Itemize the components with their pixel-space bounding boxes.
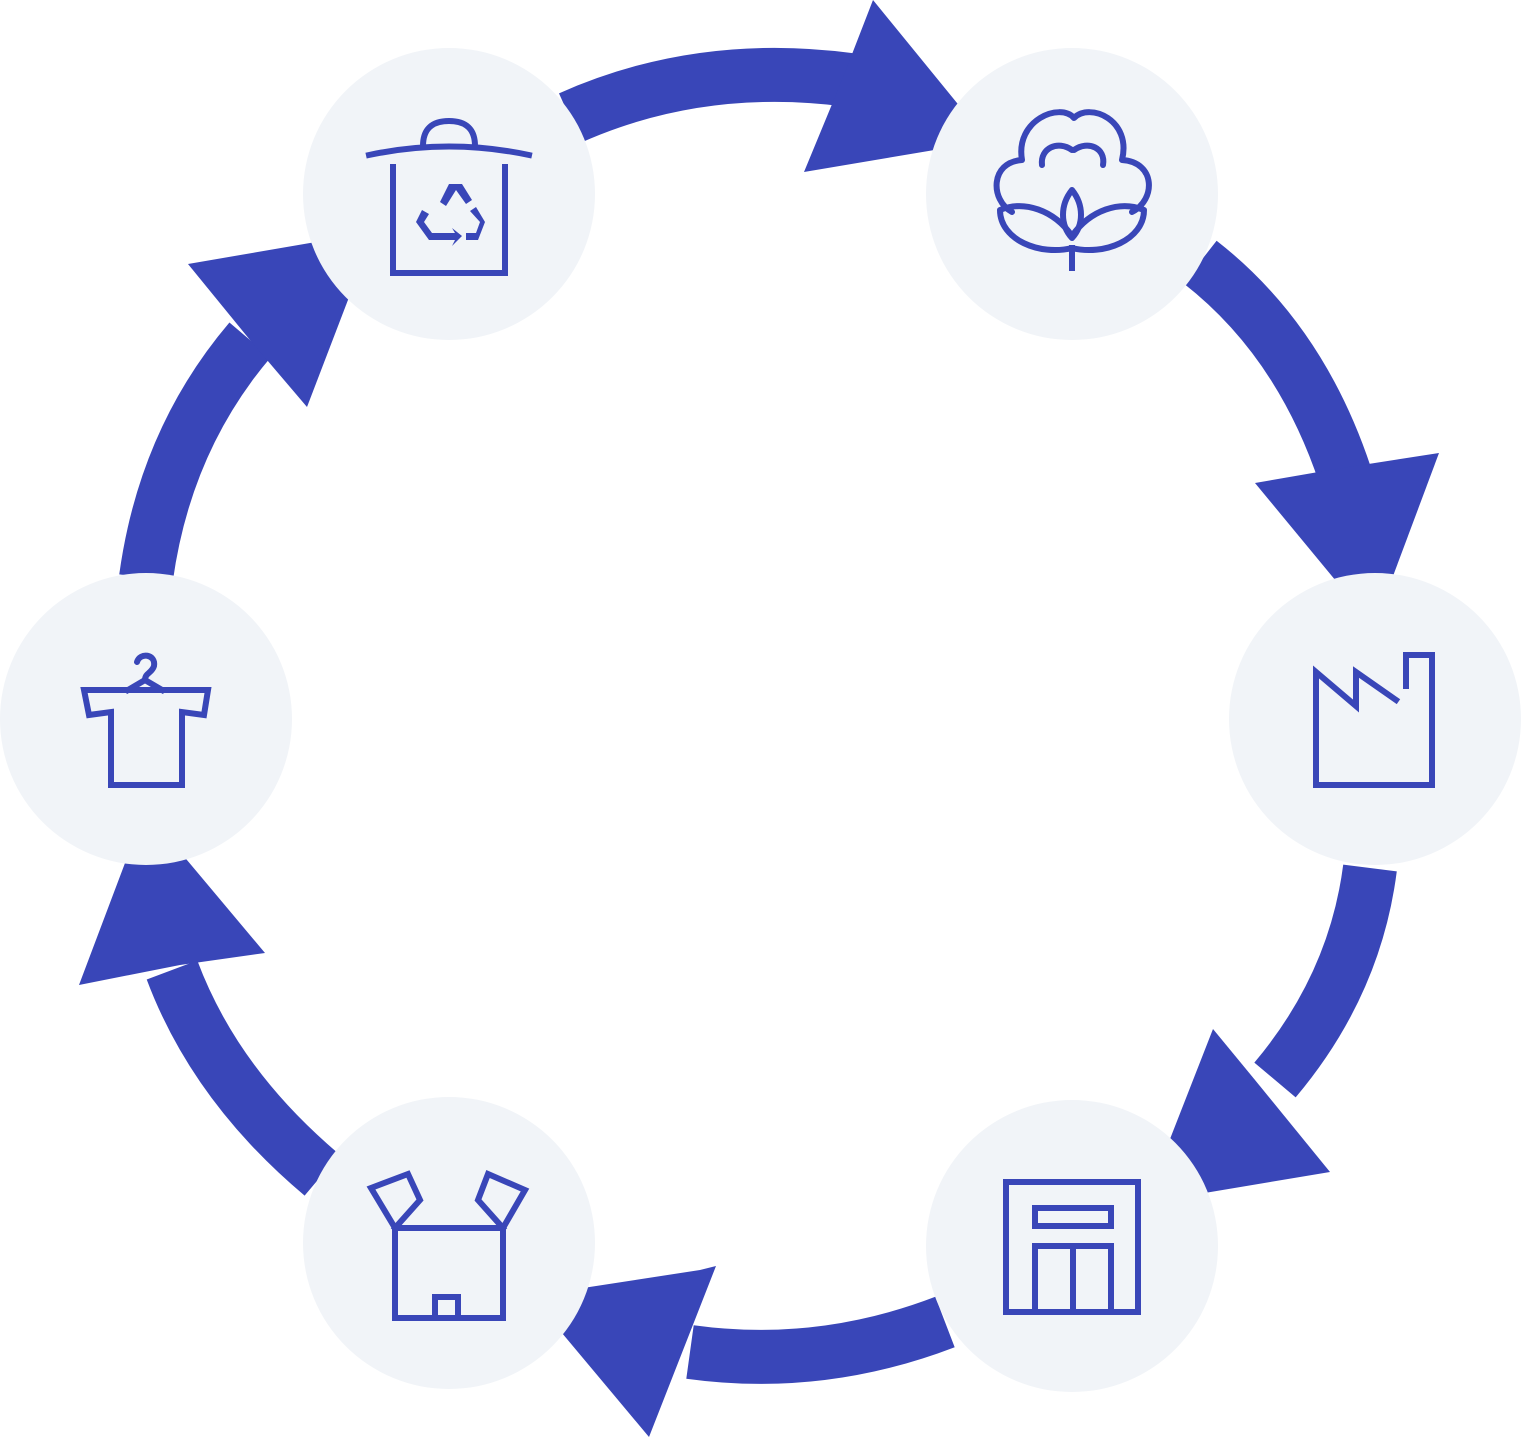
arrow-factory-to-store [1145,864,1397,1203]
arrow-store-to-delivery [531,1266,955,1437]
store-icon [1003,1179,1141,1315]
shirt-on-hanger-icon [80,652,212,788]
arrow-delivery-to-wear [79,810,340,1196]
node-factory-circle [1229,573,1521,865]
node-backgrounds [0,48,1521,1392]
factory-icon [1313,652,1435,788]
arrow-recycle-to-cotton [559,0,988,172]
cycle-arrows [79,0,1439,1437]
recycling-bin-icon [365,117,533,276]
arrow-cotton-to-factory [1183,240,1439,627]
node-delivery-circle [303,1097,595,1389]
open-box-icon [366,1170,530,1321]
cotton-plant-icon [993,109,1152,271]
recycle-symbol-icon [416,184,485,246]
arrow-wear-to-recycle [119,232,374,582]
node-wear-circle [0,573,292,865]
